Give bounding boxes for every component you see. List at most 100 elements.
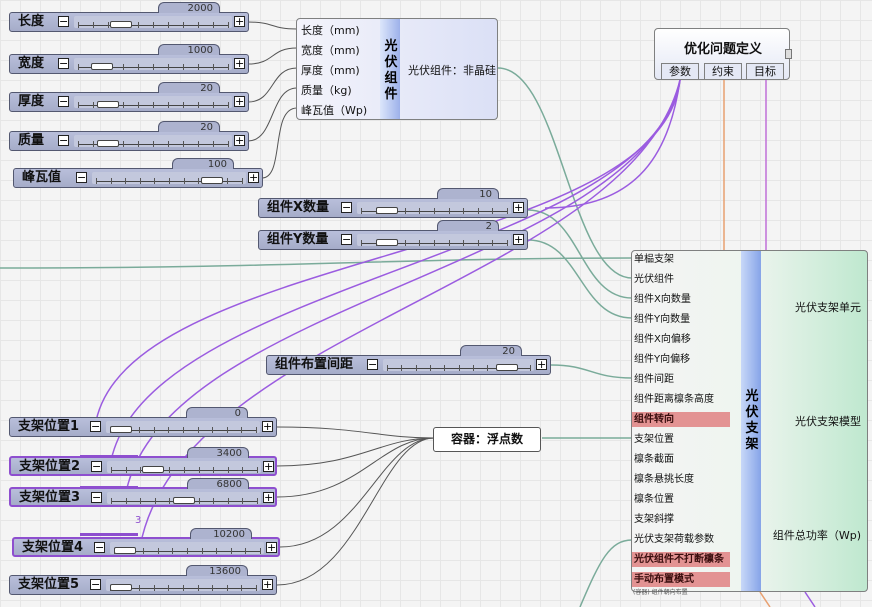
plus-icon[interactable]: + bbox=[234, 134, 245, 147]
slider-track[interactable] bbox=[357, 234, 511, 246]
bracket-input[interactable]: 组件Y向偏移 bbox=[634, 354, 691, 365]
slider-track[interactable] bbox=[357, 202, 511, 214]
plus-icon[interactable]: + bbox=[263, 491, 274, 504]
bracket-input-warning[interactable]: 手动布置模式 bbox=[632, 572, 730, 587]
slider-knob[interactable] bbox=[97, 140, 120, 147]
slider-knob[interactable] bbox=[90, 63, 113, 70]
slider-track[interactable] bbox=[107, 492, 261, 504]
plus-icon[interactable]: + bbox=[536, 358, 547, 371]
bracket-input[interactable]: 檩条悬挑长度 bbox=[634, 474, 694, 485]
slider-track[interactable] bbox=[107, 461, 261, 473]
slider-track[interactable] bbox=[383, 359, 534, 371]
tab-constraints[interactable]: 约束 bbox=[704, 63, 742, 80]
slider-knob[interactable] bbox=[201, 177, 224, 184]
slider-knob[interactable] bbox=[495, 364, 518, 371]
slider-track[interactable] bbox=[74, 58, 232, 70]
pv-input-length[interactable]: 长度（mm) bbox=[301, 24, 360, 37]
slider-knob[interactable] bbox=[375, 239, 398, 246]
minus-icon[interactable]: − bbox=[91, 460, 102, 473]
slider-knob[interactable] bbox=[110, 426, 132, 433]
pv-input-mass[interactable]: 质量（kg) bbox=[301, 84, 352, 97]
slider-knob[interactable] bbox=[114, 547, 136, 554]
plus-icon[interactable]: + bbox=[263, 460, 274, 473]
bracket-output-model[interactable]: 光伏支架模型 bbox=[795, 415, 861, 428]
minus-icon[interactable]: − bbox=[76, 171, 87, 184]
pv-input-peak-power[interactable]: 峰瓦值（Wp) bbox=[301, 104, 368, 117]
plus-icon[interactable]: + bbox=[266, 541, 277, 554]
plus-icon[interactable]: + bbox=[234, 57, 245, 70]
bracket-input-warning[interactable]: 光伏组件不打断檩条 bbox=[632, 552, 730, 567]
optimization-node[interactable]: 优化问题定义 参数 约束 目标 bbox=[654, 28, 792, 80]
plus-icon[interactable]: + bbox=[262, 578, 273, 591]
bracket-input[interactable]: 支架位置 bbox=[634, 434, 674, 445]
plus-icon[interactable]: + bbox=[513, 233, 524, 246]
pv-bracket-node[interactable]: 单榀支架光伏组件组件X向数量组件Y向数量组件X向偏移组件Y向偏移组件间距组件距离… bbox=[631, 250, 868, 596]
plus-icon[interactable]: + bbox=[248, 171, 259, 184]
bracket-output-unit[interactable]: 光伏支架单元 bbox=[795, 301, 861, 314]
pv-output-label[interactable]: 光伏组件：非晶硅 bbox=[408, 64, 496, 77]
minus-icon[interactable]: − bbox=[58, 134, 69, 147]
slider-knob[interactable] bbox=[97, 101, 120, 108]
output-grip-icon[interactable] bbox=[785, 49, 792, 59]
tab-parameters[interactable]: 参数 bbox=[661, 63, 699, 80]
bracket-input-warning[interactable]: 组件转向 bbox=[632, 412, 730, 427]
slider-track[interactable] bbox=[110, 542, 264, 554]
slider-track[interactable] bbox=[74, 96, 232, 108]
bracket-input[interactable]: 组件距离檩条高度 bbox=[634, 394, 714, 405]
bracket-input[interactable]: 组件Y向数量 bbox=[634, 314, 691, 325]
slider-knob[interactable] bbox=[142, 466, 164, 473]
slider-track[interactable] bbox=[74, 135, 232, 147]
slider-knob[interactable] bbox=[375, 207, 398, 214]
bracket-output-power[interactable]: 组件总功率（Wp) bbox=[772, 529, 861, 542]
bracket-input[interactable]: 单榀支架 bbox=[634, 254, 674, 265]
tab-objective[interactable]: 目标 bbox=[746, 63, 784, 80]
minus-icon[interactable]: − bbox=[58, 57, 69, 70]
minus-icon[interactable]: − bbox=[91, 491, 102, 504]
bracket-input[interactable]: 光伏组件 bbox=[634, 274, 674, 285]
plus-icon[interactable]: + bbox=[262, 420, 273, 433]
minus-icon[interactable]: − bbox=[341, 233, 352, 246]
slider-track[interactable] bbox=[92, 172, 246, 184]
slider-knob[interactable] bbox=[173, 497, 195, 504]
bracket-input[interactable]: 檩条截面 bbox=[634, 454, 674, 465]
slider-track[interactable] bbox=[106, 579, 260, 591]
plus-icon[interactable]: + bbox=[234, 15, 245, 28]
slider-knob[interactable] bbox=[110, 21, 132, 28]
minus-icon[interactable]: − bbox=[58, 15, 69, 28]
bracket-input[interactable]: 组件X向偏移 bbox=[634, 334, 691, 345]
bracket-input[interactable]: 组件间距 bbox=[634, 374, 674, 385]
minus-icon[interactable]: − bbox=[90, 420, 101, 433]
pv-input-width[interactable]: 宽度（mm) bbox=[301, 44, 360, 57]
bracket-input[interactable]: 光伏支架荷载参数 bbox=[634, 534, 714, 545]
minus-icon[interactable]: − bbox=[90, 578, 101, 591]
slider-track[interactable] bbox=[106, 421, 260, 433]
minus-icon[interactable]: − bbox=[58, 95, 69, 108]
slider-track[interactable] bbox=[74, 16, 232, 28]
plus-icon[interactable]: + bbox=[513, 201, 524, 214]
minus-icon[interactable]: − bbox=[94, 541, 105, 554]
container-node[interactable]: 容器：浮点数 bbox=[433, 427, 541, 452]
pv-input-thickness[interactable]: 厚度（mm) bbox=[301, 64, 360, 77]
minus-icon[interactable]: − bbox=[341, 201, 352, 214]
slider-knob[interactable] bbox=[110, 584, 132, 591]
pv-component-node[interactable]: 长度（mm) 宽度（mm) 厚度（mm) 质量（kg) 峰瓦值（Wp) 光伏组件… bbox=[296, 18, 498, 120]
plus-icon[interactable]: + bbox=[234, 95, 245, 108]
minus-icon[interactable]: − bbox=[367, 358, 378, 371]
optimization-title: 优化问题定义 bbox=[683, 42, 762, 57]
bracket-input[interactable]: 支架斜撑 bbox=[634, 514, 674, 525]
bracket-input[interactable]: 组件X向数量 bbox=[634, 294, 691, 305]
bracket-input[interactable]: 檩条位置 bbox=[634, 494, 674, 505]
